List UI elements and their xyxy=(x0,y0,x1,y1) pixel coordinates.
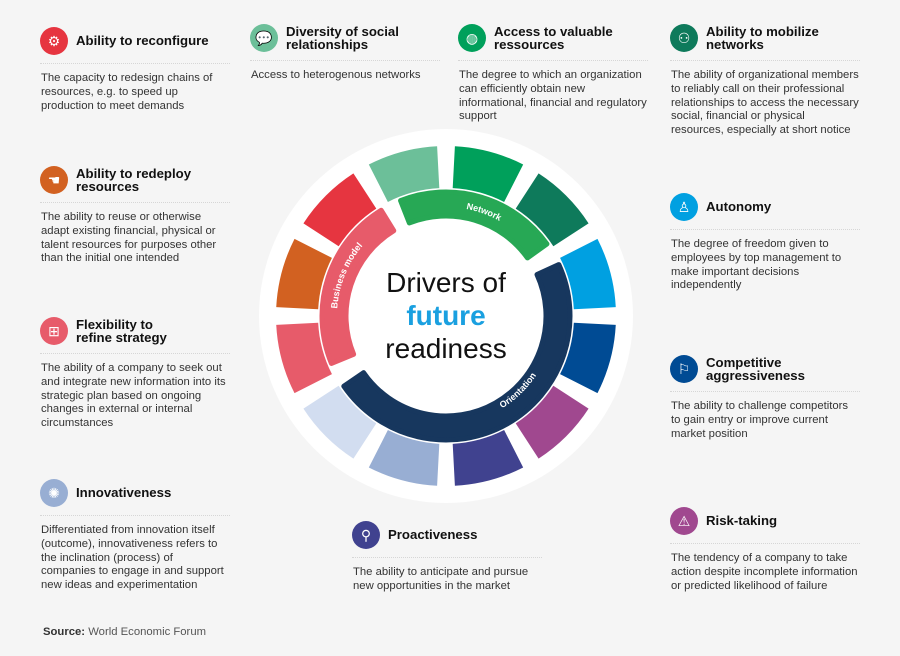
driver-card-innovativeness: ✺ Innovativeness Differentiated from inn… xyxy=(40,476,230,593)
gears-person-icon: ⚙ xyxy=(40,27,68,55)
driver-card-flexibility-to-refine-strategy: ⊞ Flexibility to refine strategy The abi… xyxy=(40,314,230,431)
driver-description: Differentiated from innovation itself (o… xyxy=(41,524,224,592)
driver-header: ⚐ Competitive aggressiveness xyxy=(670,352,860,386)
driver-title: Innovativeness xyxy=(76,485,172,501)
divider xyxy=(250,60,440,61)
driver-description: The ability of a company to seek out and… xyxy=(41,362,226,430)
driver-card-access-to-valuable-ressources: ◍ Access to valuable ressources The degr… xyxy=(458,21,648,124)
driver-title: Competitive aggressiveness xyxy=(706,354,805,383)
divider xyxy=(670,543,860,544)
driver-title: Risk-taking xyxy=(706,513,778,529)
driver-header: 💬 Diversity of social relationships xyxy=(250,21,440,55)
driver-header: ♙ Autonomy xyxy=(670,190,860,224)
divider xyxy=(40,353,230,354)
divider xyxy=(40,63,230,64)
outer-ring-segment xyxy=(368,146,440,202)
driver-description: The degree to which an organization can … xyxy=(459,69,647,123)
driver-header: ⊞ Flexibility to refine strategy xyxy=(40,314,230,348)
wheel-title-line3: readiness xyxy=(385,333,507,364)
driver-title: Ability to mobilize networks xyxy=(706,23,819,52)
driver-card-autonomy: ♙ Autonomy The degree of freedom given t… xyxy=(670,190,860,293)
outer-ring-segment xyxy=(276,238,332,310)
hand-icon: ☚ xyxy=(40,166,68,194)
driver-header: ☚ Ability to redeploy resources xyxy=(40,163,230,197)
driver-description: The ability to challenge competitors to … xyxy=(671,400,849,440)
outer-ring-segment xyxy=(276,322,332,394)
driver-header: ✺ Innovativeness xyxy=(40,476,230,510)
driver-header: ⚙ Ability to reconfigure xyxy=(40,24,230,58)
driver-title: Flexibility to refine strategy xyxy=(76,316,167,345)
presenter-chart-icon: ⚐ xyxy=(670,355,698,383)
person-gear-icon: ♙ xyxy=(670,193,698,221)
driver-description: The degree of freedom given to employees… xyxy=(671,238,842,292)
divider xyxy=(670,60,860,61)
outer-ring-segment xyxy=(303,385,377,459)
source-text: World Economic Forum xyxy=(88,626,207,638)
outer-ring-segment xyxy=(560,322,616,394)
driver-card-ability-to-reconfigure: ⚙ Ability to reconfigure The capacity to… xyxy=(40,24,230,113)
category-arc-orientation xyxy=(341,262,573,443)
category-arc-network xyxy=(398,189,550,261)
driver-title: Ability to redeploy resources xyxy=(76,165,192,194)
head-puzzle-icon: ⊞ xyxy=(40,317,68,345)
wheel-title: Drivers of future readiness xyxy=(346,266,546,365)
driver-header: ⚲ Proactiveness xyxy=(352,518,542,552)
divider xyxy=(670,229,860,230)
inner-ring xyxy=(319,189,573,443)
globe-icon: ◍ xyxy=(458,24,486,52)
divider xyxy=(670,391,860,392)
chat-bubble-icon: 💬 xyxy=(250,24,278,52)
driver-card-ability-to-redeploy-resources: ☚ Ability to redeploy resources The abil… xyxy=(40,163,230,266)
driver-card-competitive-aggressiveness: ⚐ Competitive aggressiveness The ability… xyxy=(670,352,860,441)
driver-description: The ability to anticipate and pursue new… xyxy=(353,566,529,592)
wheel-title-highlight: future xyxy=(406,300,486,331)
driver-card-proactiveness: ⚲ Proactiveness The ability to anticipat… xyxy=(352,518,542,594)
driver-title: Ability to reconfigure xyxy=(76,33,209,49)
wheel-title-line1: Drivers of xyxy=(386,267,506,298)
source-note: Source: World Economic Forum xyxy=(43,626,206,638)
driver-title: Access to valuable ressources xyxy=(494,23,613,52)
outer-ring-segment xyxy=(515,385,589,459)
divider xyxy=(458,60,648,61)
driver-description: The tendency of a company to take action… xyxy=(671,552,858,592)
driver-description: The ability to reuse or otherwise adapt … xyxy=(41,211,217,265)
outer-ring-segment xyxy=(560,238,616,310)
divider xyxy=(352,557,542,558)
outer-ring xyxy=(276,146,616,486)
outer-ring-segment xyxy=(452,146,524,202)
group-meeting-icon: ⚇ xyxy=(670,24,698,52)
driver-header: ◍ Access to valuable ressources xyxy=(458,21,648,55)
driver-description: The ability of organizational members to… xyxy=(671,69,859,137)
driver-title: Diversity of social relationships xyxy=(286,23,399,52)
magnifier-icon: ⚲ xyxy=(352,521,380,549)
driver-description: The capacity to redesign chains of resou… xyxy=(41,72,213,112)
driver-title: Autonomy xyxy=(706,199,772,215)
driver-card-ability-to-mobilize-networks: ⚇ Ability to mobilize networks The abili… xyxy=(670,21,860,138)
outer-ring-segment xyxy=(303,173,377,247)
outer-ring-segment xyxy=(368,430,440,486)
risk-chart-icon: ⚠ xyxy=(670,507,698,535)
outer-ring-segment xyxy=(515,173,589,247)
source-label: Source: xyxy=(43,626,86,638)
divider xyxy=(40,202,230,203)
category-arc-business-model xyxy=(319,207,397,366)
outer-ring-segment xyxy=(452,430,524,486)
driver-header: ⚠ Risk-taking xyxy=(670,504,860,538)
driver-header: ⚇ Ability to mobilize networks xyxy=(670,21,860,55)
driver-card-risk-taking: ⚠ Risk-taking The tendency of a company … xyxy=(670,504,860,593)
driver-title: Proactiveness xyxy=(388,527,478,543)
lightbulb-icon: ✺ xyxy=(40,479,68,507)
divider xyxy=(40,515,230,516)
driver-card-diversity-of-social-relationships: 💬 Diversity of social relationships Acce… xyxy=(250,21,440,83)
driver-description: Access to heterogenous networks xyxy=(251,69,421,81)
